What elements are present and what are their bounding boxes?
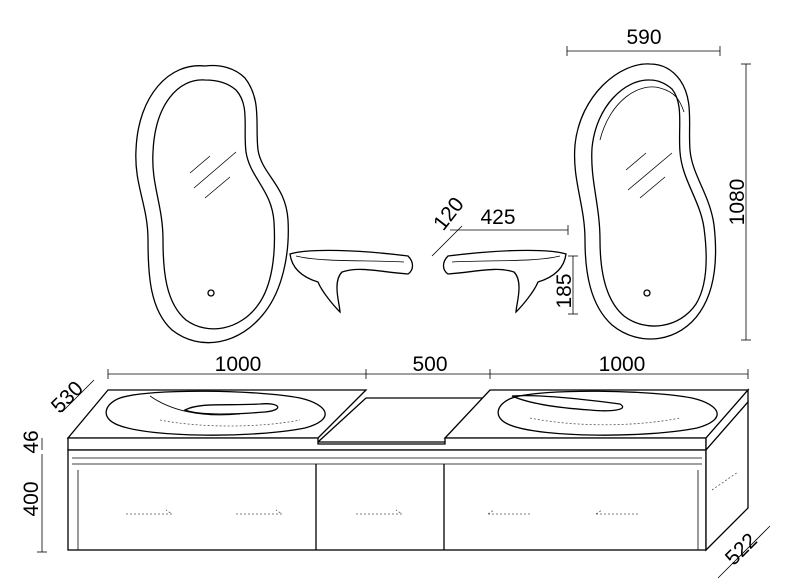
right-mirror bbox=[573, 63, 717, 340]
cabinet-depth-dimension: 522 bbox=[717, 525, 771, 579]
shelf-length-dimension: 425 bbox=[450, 206, 569, 235]
basin-width-left-label: 1000 bbox=[215, 353, 262, 376]
shelf-height-dimension: 185 bbox=[553, 255, 578, 315]
shelf-depth-label: 120 bbox=[429, 193, 469, 235]
basin-width-right-label: 1000 bbox=[599, 353, 646, 376]
mirror-height-label: 1080 bbox=[726, 179, 749, 226]
mirror-width-dimension: 590 bbox=[566, 26, 721, 56]
shelf-height-label: 185 bbox=[553, 273, 576, 308]
counter-thickness-dimension: 46 bbox=[20, 430, 43, 453]
shelf-depth-dimension: 120 bbox=[429, 193, 469, 257]
cabinet-height-label: 400 bbox=[20, 481, 43, 516]
mirror-width-label: 590 bbox=[626, 26, 661, 49]
middle-width-label: 500 bbox=[412, 353, 447, 376]
counter-thickness-label: 46 bbox=[20, 430, 43, 453]
counter-depth-label: 530 bbox=[47, 377, 88, 418]
vanity-unit bbox=[66, 388, 750, 552]
counter-depth-dimension: 530 bbox=[47, 377, 95, 418]
left-mirror bbox=[135, 64, 289, 344]
cabinet-height-dimension: 400 bbox=[20, 454, 47, 553]
right-shelf bbox=[442, 249, 567, 314]
shelf-length-label: 425 bbox=[480, 206, 515, 229]
width-dimensions: 1000 500 1000 bbox=[107, 353, 749, 379]
cabinet-depth-label: 522 bbox=[721, 529, 762, 570]
left-shelf bbox=[289, 249, 414, 314]
mirror-height-dimension: 1080 bbox=[726, 63, 751, 341]
